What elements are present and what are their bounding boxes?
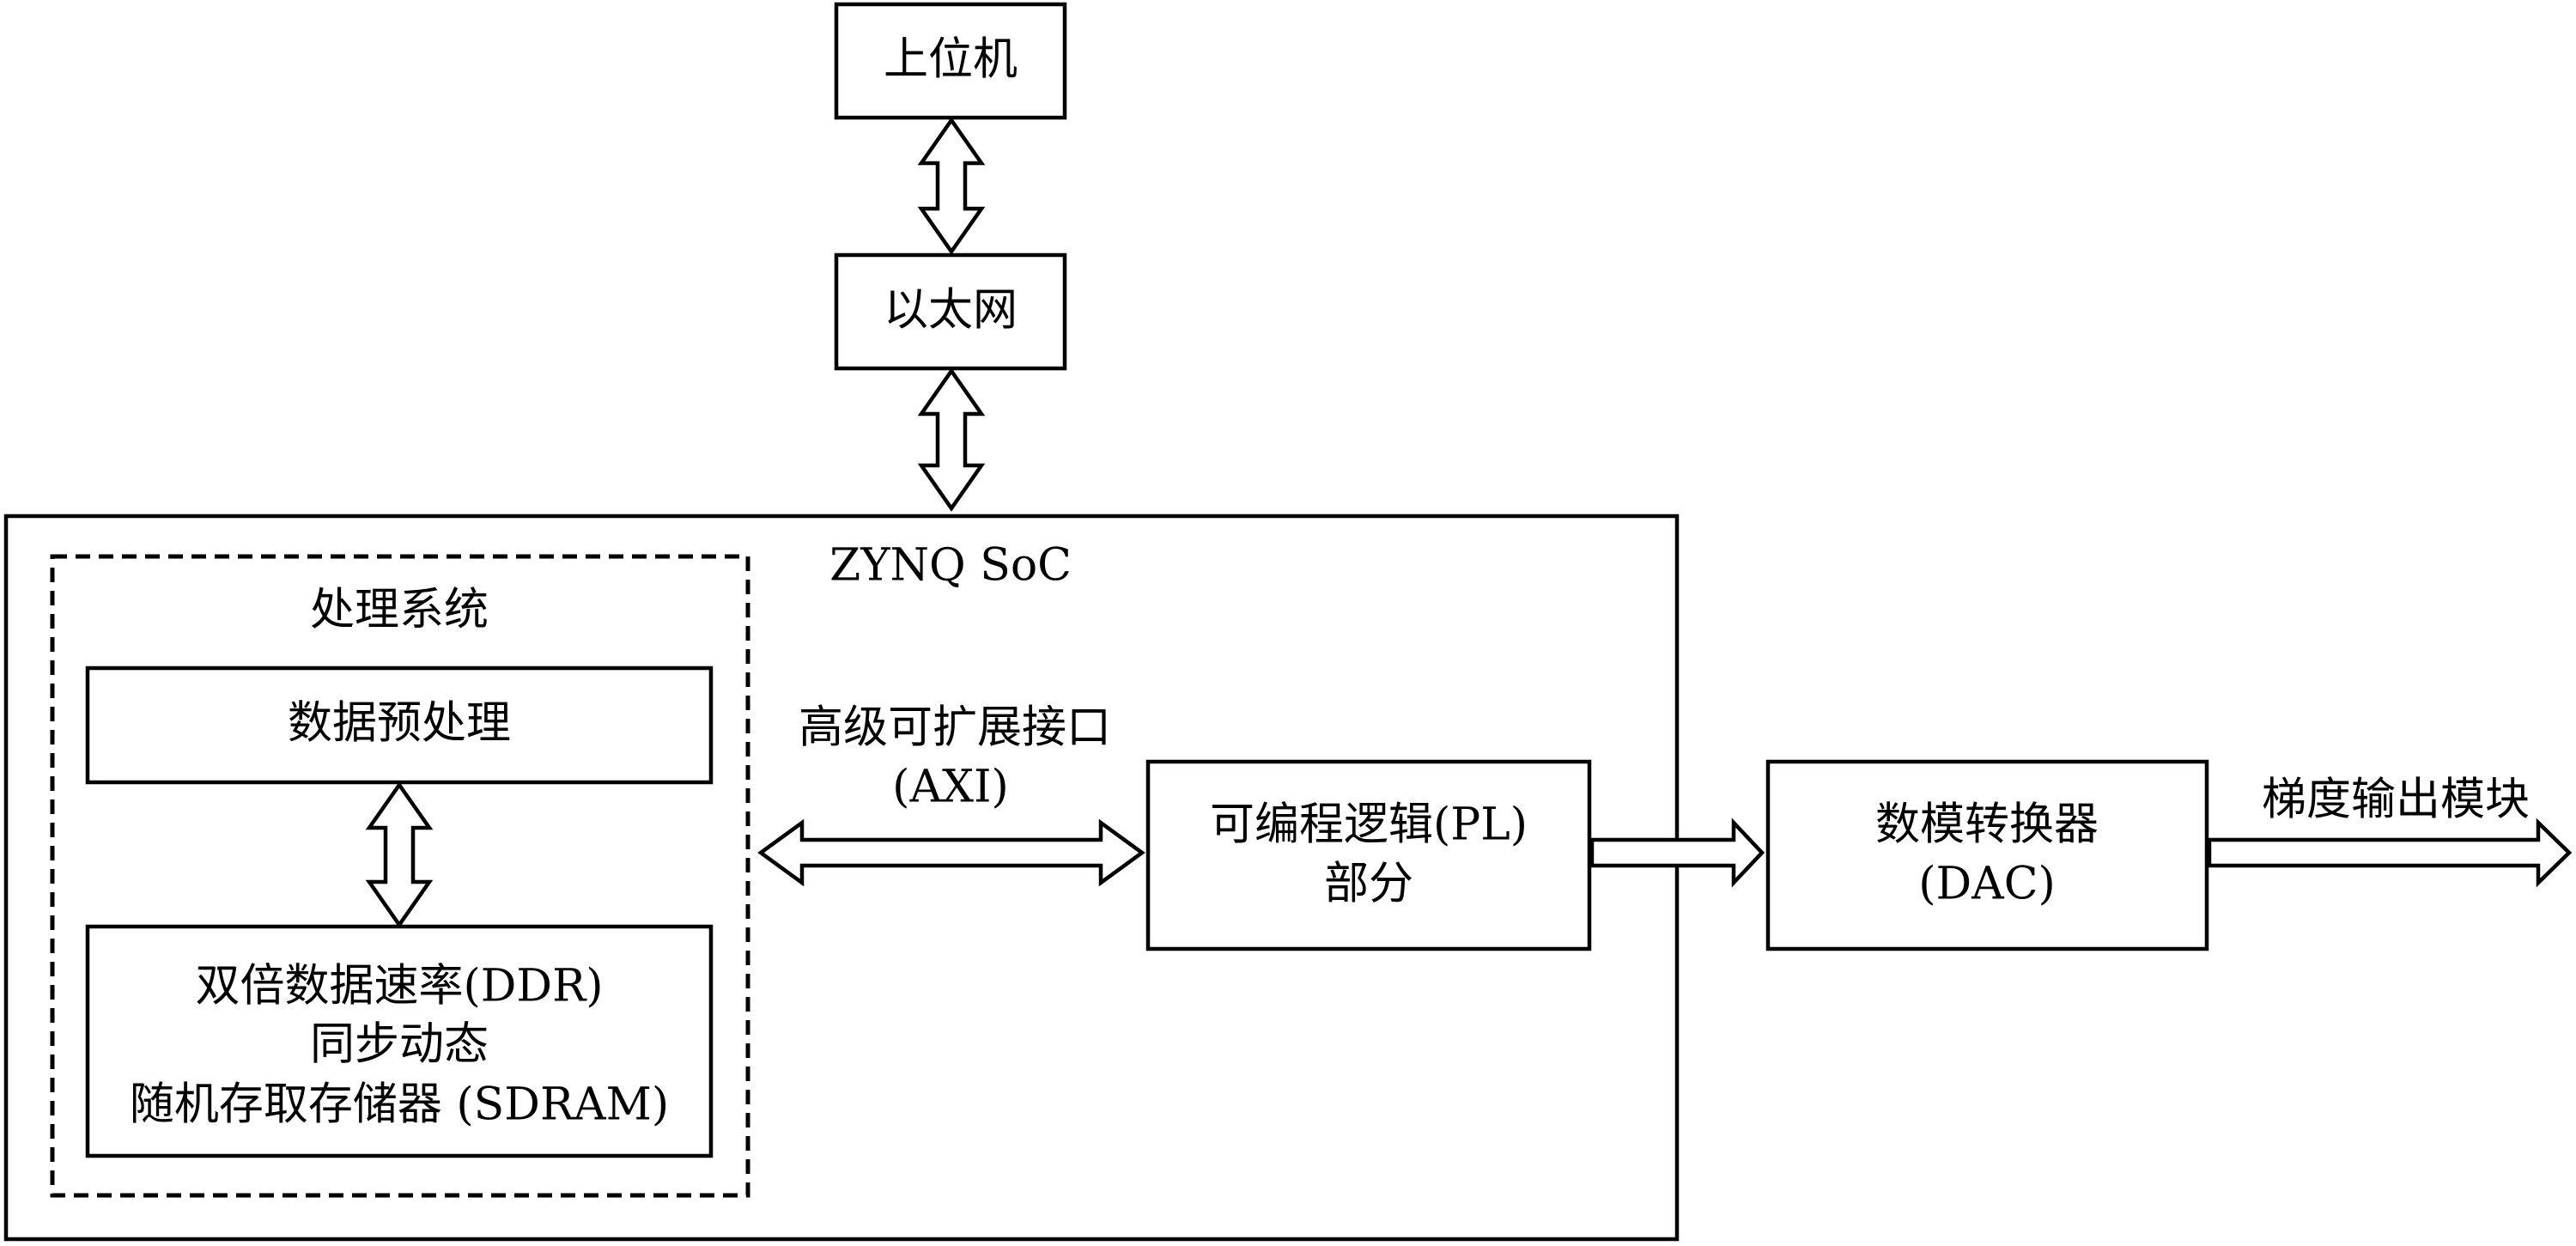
ethernet-box: [834, 252, 1067, 371]
zynq-soc-label: ZYNQ SoC: [829, 540, 1072, 592]
gradient-output-arrow: [2207, 817, 2573, 888]
host-pc-box: [834, 2, 1067, 120]
processing-system-label: 处理系统: [310, 585, 489, 636]
axi-label-line1: 高级可扩展接口: [799, 702, 1111, 754]
ddr-sdram-box: [85, 924, 714, 1158]
ethernet-soc-double-arrow: [917, 368, 986, 512]
programmable-logic-box: [1145, 759, 1592, 951]
axi-label-line2: (AXI): [892, 762, 1009, 813]
pl-label-line2: 部分: [1324, 859, 1413, 910]
pl-to-dac-arrow: [1589, 817, 1765, 888]
host-ethernet-double-arrow: [917, 117, 986, 255]
data-preprocessing-label: 数据预处理: [288, 698, 511, 750]
ethernet-label: 以太网: [884, 285, 1018, 337]
axi-double-arrow: [757, 818, 1145, 887]
processing-system-region: [50, 554, 750, 1198]
host-pc-label: 上位机: [884, 34, 1018, 86]
dac-box: [1765, 759, 2209, 951]
dac-label-line2: (DAC): [1918, 859, 2056, 910]
gradient-output-label: 梯度输出模块: [2262, 775, 2530, 826]
ddr-label-line1: 双倍数据速率(DDR): [195, 961, 603, 1012]
data-preprocessing-box: [85, 666, 714, 785]
ddr-label-line2: 同步动态: [310, 1019, 489, 1071]
pl-label-line1: 可编程逻辑(PL): [1210, 799, 1528, 851]
ddr-label-line3: 随机存取存储器 (SDRAM): [130, 1079, 669, 1131]
dac-label-line1: 数模转换器: [1875, 799, 2099, 851]
